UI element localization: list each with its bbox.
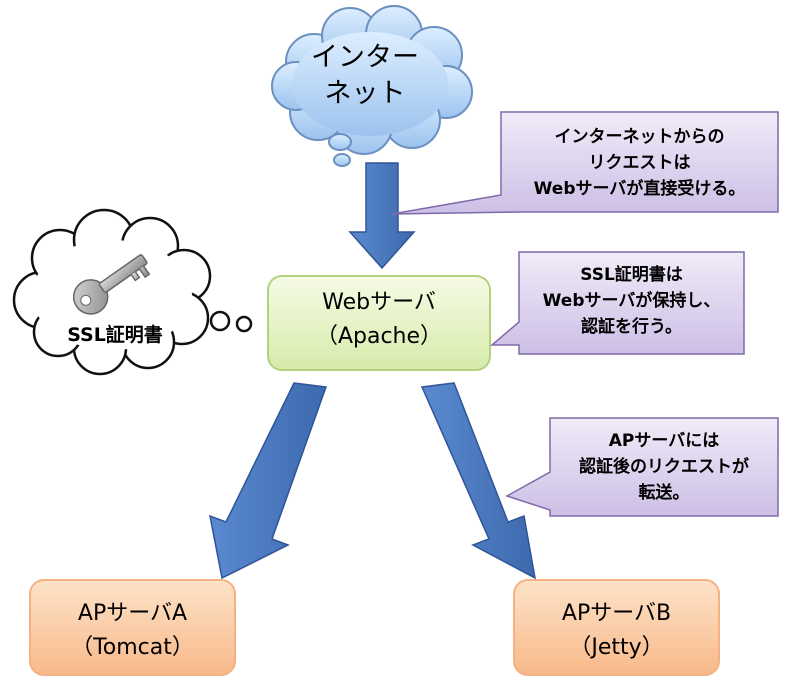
arrow-internet-to-web <box>348 162 416 270</box>
web-server-label-line-1: Webサーバ <box>322 290 436 315</box>
ap-server-b-label-line-1: APサーバB <box>561 601 672 626</box>
callout-3-line-3: 転送。 <box>638 483 690 503</box>
callout-2-bubble <box>489 251 745 355</box>
ssl-cloud-label: SSL証明書 <box>67 324 163 346</box>
callout-2-line-1: SSL証明書は <box>580 265 683 285</box>
web-server-box <box>267 275 491 371</box>
callout-ssl-certificate: SSL証明書は Webサーバが保持し、 認証を行う。 <box>519 262 744 340</box>
callout-1-bubble <box>391 111 779 215</box>
ssl-thought-cloud-icon <box>12 208 253 376</box>
ap-server-a-label-line-1: APサーバA <box>77 601 188 626</box>
callout-3-line-1: APサーバには <box>608 431 720 451</box>
arrow-web-to-ap-b <box>420 382 537 580</box>
internet-label-line-2: ネット <box>324 78 406 109</box>
ap-server-b-label: APサーバB （Jetty） <box>514 597 719 665</box>
arrow-web-to-ap-a <box>209 382 328 580</box>
callout-2-line-2: Webサーバが保持し、 <box>542 291 721 311</box>
callout-internet-request: インターネットからの リクエストは Webサーバが直接受ける。 <box>501 124 778 202</box>
callout-3-line-2: 認証後のリクエストが <box>579 457 749 477</box>
ap-server-b-label-line-2: （Jetty） <box>569 635 664 660</box>
internet-label-line-1: インター <box>311 42 419 73</box>
ap-server-a-box <box>29 579 236 676</box>
web-server-label: Webサーバ （Apache） <box>268 286 490 354</box>
callout-2-line-3: 認証を行う。 <box>581 317 682 337</box>
ap-server-a-label-line-2: （Tomcat） <box>71 635 194 660</box>
ap-server-b-box <box>513 579 720 676</box>
internet-label: インター ネット <box>305 40 425 112</box>
callout-1-line-3: Webサーバが直接受ける。 <box>533 179 746 199</box>
web-server-label-line-2: （Apache） <box>315 324 443 349</box>
callout-1-line-2: リクエストは <box>588 153 691 173</box>
ap-server-a-label: APサーバA （Tomcat） <box>30 597 235 665</box>
callout-1-line-1: インターネットからの <box>554 127 725 147</box>
callout-ap-forwarding: APサーバには 認証後のリクエストが 転送。 <box>550 428 778 506</box>
internet-cloud-icon <box>271 5 473 167</box>
key-icon <box>72 254 151 315</box>
callout-3-bubble <box>505 417 779 517</box>
